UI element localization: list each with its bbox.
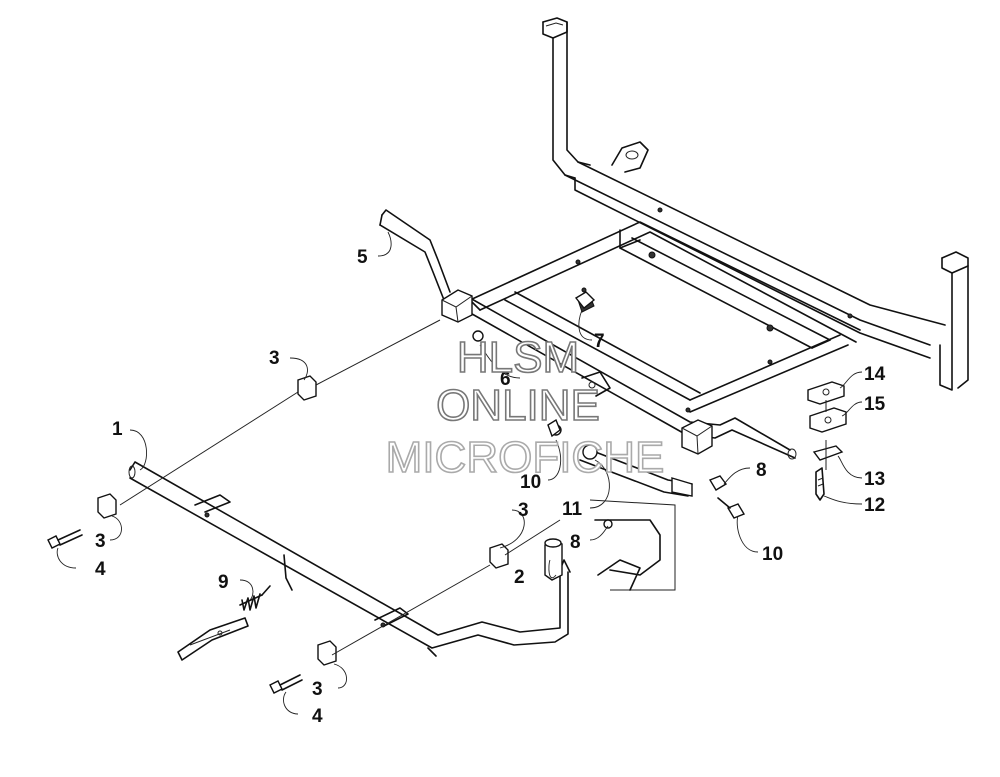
pivot-rod-assembly [379, 209, 797, 460]
callout-13: 13 [864, 469, 885, 490]
watermark: HLSM ONLINE MICROFICHE [385, 332, 665, 483]
callout-6: 6 [500, 369, 511, 390]
callout-8-right: 8 [756, 460, 767, 481]
clamp-assembly [807, 381, 847, 501]
callout-15: 15 [864, 394, 886, 415]
callout-4-left: 4 [95, 559, 106, 580]
callout-3-left: 3 [95, 531, 106, 552]
callout-3-bottom: 3 [312, 679, 323, 700]
callout-3-top: 3 [269, 348, 280, 369]
callout-2: 2 [514, 567, 525, 588]
hardware [47, 291, 746, 694]
callout-7: 7 [594, 331, 605, 352]
callout-4-bottom: 4 [312, 706, 323, 727]
watermark-line-1: HLSM [457, 333, 579, 382]
callout-8-left: 8 [570, 532, 581, 553]
callout-14: 14 [864, 364, 886, 385]
callouts: 1 2 3 3 3 3 4 4 5 6 7 8 8 9 10 10 11 12 … [95, 247, 886, 727]
callout-1: 1 [112, 419, 123, 440]
latch-link [550, 424, 693, 497]
latch-plate [589, 499, 676, 591]
spring-lever [177, 585, 271, 661]
tilt-rod [128, 461, 571, 657]
callout-10-right: 10 [762, 544, 783, 565]
watermark-line-2: ONLINE [436, 381, 600, 430]
rear-frame [469, 17, 969, 413]
callout-11: 11 [562, 499, 583, 520]
callout-3-right: 3 [518, 500, 529, 521]
callout-5: 5 [357, 247, 368, 268]
watermark-line-3: MICROFICHE [386, 433, 665, 482]
callout-9: 9 [218, 572, 229, 593]
callout-12: 12 [864, 495, 885, 516]
routing-lines [119, 319, 827, 656]
leader-lines [56, 231, 863, 715]
callout-10-left: 10 [520, 472, 541, 493]
